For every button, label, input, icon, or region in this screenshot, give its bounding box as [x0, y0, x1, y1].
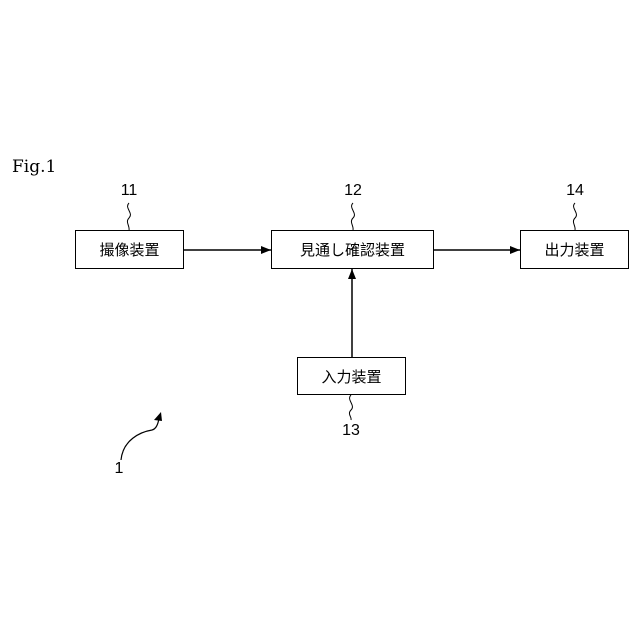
ref-number-14: 14: [566, 182, 584, 200]
system-reference-arrowhead: [154, 412, 162, 421]
leader-line-11: [127, 203, 130, 230]
imaging-device-block: 撮像装置: [75, 230, 184, 269]
ref-number-13: 13: [342, 422, 360, 440]
imaging-device-label: 撮像装置: [99, 239, 159, 260]
ref-number-12: 12: [344, 182, 362, 200]
system-ref-number: 1: [115, 460, 124, 478]
leader-line-13: [349, 395, 352, 420]
ref-number-11: 11: [121, 182, 138, 200]
leader-line-12: [351, 203, 354, 230]
output-device-block: 出力装置: [520, 230, 629, 269]
system-reference-arrow: [121, 418, 159, 460]
leader-line-14: [573, 203, 576, 230]
visibility-check-device-block: 見通し確認装置: [271, 230, 434, 269]
output-device-label: 出力装置: [544, 239, 604, 260]
input-device-block: 入力装置: [297, 357, 406, 395]
input-device-label: 入力装置: [321, 366, 381, 387]
visibility-check-device-label: 見通し確認装置: [300, 239, 405, 260]
